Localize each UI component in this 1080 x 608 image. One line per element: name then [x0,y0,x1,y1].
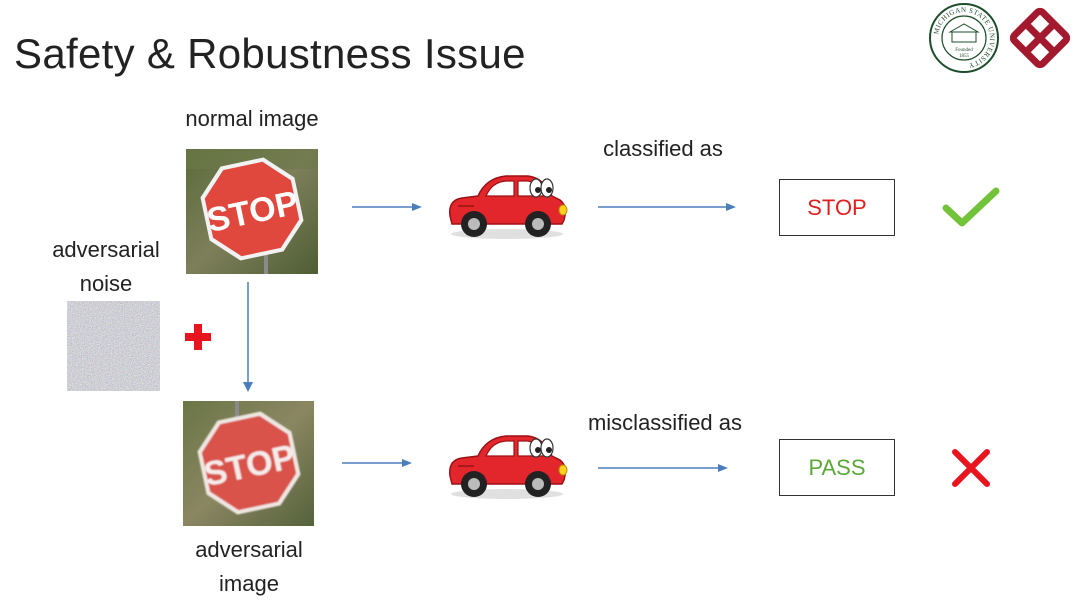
slide-title: Safety & Robustness Issue [14,30,526,77]
msu-seal-logo: MICHIGAN STATE UNIVERSITY Founded 1855 [928,2,1000,74]
svg-text:1855: 1855 [959,54,970,59]
result-box-stop: STOP [779,179,895,236]
arrow-car-to-result-top [598,201,736,213]
down-arrow [241,282,255,392]
adversarial-image-label-line1: adversarial [195,537,303,562]
svg-text:Founded: Founded [955,48,973,53]
adversarial-noise-label-line1: adversarial [52,237,160,262]
result-text-stop: STOP [807,194,867,220]
plus-icon [185,324,211,350]
result-box-pass: PASS [779,439,895,496]
normal-stop-image: STOP [186,149,318,274]
arrow-image-to-car-top [352,201,422,213]
polyu-logo [1006,4,1074,72]
result-text-pass: PASS [808,454,866,480]
cross-icon [949,446,993,490]
adversarial-stop-image: STOP [183,401,314,526]
adversarial-noise-label-line2: noise [79,271,133,296]
adversarial-image-label-line2: image [219,571,279,596]
car-icon [444,166,570,242]
arrow-image-to-car-bottom [342,457,412,469]
car-icon [444,426,570,502]
arrow-car-to-result-bottom [598,462,728,474]
classified-as-label: classified as [603,136,723,161]
adversarial-noise-image [67,301,160,391]
check-icon [942,186,1000,230]
misclassified-as-label: misclassified as [587,410,743,435]
normal-image-label: normal image [185,106,319,131]
